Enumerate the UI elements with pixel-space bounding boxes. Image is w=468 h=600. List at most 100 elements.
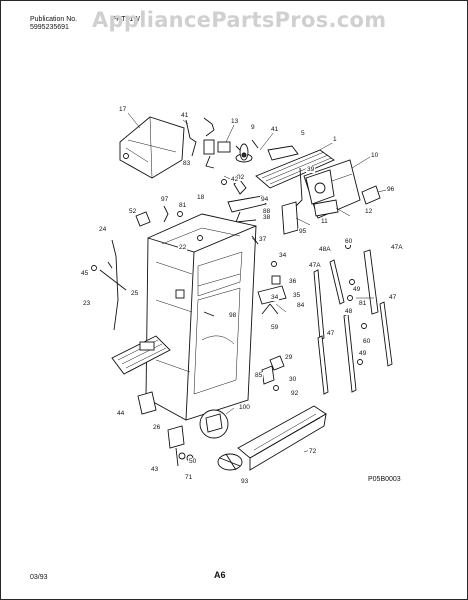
fan-assembly xyxy=(235,139,259,163)
screw-81-right xyxy=(347,295,353,301)
part-label-17: 12 xyxy=(364,208,374,215)
part-label-36: 84 xyxy=(296,302,306,309)
leader-lines xyxy=(127,112,387,453)
part-label-26: 47A xyxy=(390,244,404,251)
part-label-22: 95 xyxy=(298,228,308,235)
part-label-20: 38 xyxy=(262,214,272,221)
damper-part xyxy=(361,185,381,205)
part-label-5: 5 xyxy=(300,130,306,137)
part-label-28: 47A xyxy=(308,262,322,269)
part-label-3: 9 xyxy=(250,124,256,131)
clip-37 xyxy=(251,235,259,245)
part-label-34: 25 xyxy=(130,290,140,297)
screw-18 xyxy=(197,235,203,241)
housing-opening xyxy=(314,182,326,194)
strip-47a-left xyxy=(313,269,325,341)
bracket-29 xyxy=(269,355,285,371)
part-label-18: 52 xyxy=(128,208,138,215)
leveling-leg xyxy=(217,453,243,471)
part-label-53: 72 xyxy=(308,448,318,455)
part-label-32: 36 xyxy=(288,278,298,285)
part-label-45: 47 xyxy=(326,330,336,337)
evaporator-coil xyxy=(255,149,335,207)
part-label-46: 29 xyxy=(284,354,294,361)
part-label-15: 94 xyxy=(260,196,270,203)
screw xyxy=(221,179,227,185)
wire-harness xyxy=(203,117,215,137)
part-label-23: 37 xyxy=(258,236,268,243)
screw-49-top xyxy=(349,279,355,285)
refrigerator-cabinet xyxy=(145,213,257,421)
part-label-30: 34 xyxy=(278,252,288,259)
part-label-14: 18 xyxy=(196,194,206,201)
control-housing xyxy=(227,195,267,213)
part-label-11: 39 xyxy=(306,166,316,173)
strip-47-right xyxy=(379,301,393,367)
part-label-7: 10 xyxy=(370,152,380,159)
screw-81 xyxy=(177,211,183,217)
leader-45 xyxy=(99,269,127,291)
date-code: 03/93 xyxy=(30,574,48,581)
part-label-4: 41 xyxy=(270,126,280,133)
strip-47a xyxy=(363,249,379,315)
diagram-code: P05B0003 xyxy=(368,476,401,483)
screw-45 xyxy=(91,265,97,271)
part-label-35: 35 xyxy=(292,292,302,299)
part-label-29: 60 xyxy=(344,238,354,245)
model-code: FRT21W xyxy=(112,16,140,23)
part-label-48: 30 xyxy=(288,376,298,383)
part-label-49: 92 xyxy=(290,390,300,397)
grommet xyxy=(107,261,113,269)
fan-bracket xyxy=(267,145,299,161)
publication-label: Publication No. xyxy=(30,16,78,23)
part-label-50: 44 xyxy=(116,410,126,417)
part-label-13: 97 xyxy=(160,196,170,203)
part-label-55: 93 xyxy=(240,478,250,485)
strip-47 xyxy=(317,335,329,395)
detail-circle xyxy=(199,407,235,439)
evaporator-cover xyxy=(119,116,185,179)
part-label-25: 22 xyxy=(178,244,188,251)
clip-25 xyxy=(175,289,185,299)
thermostat-bracket xyxy=(203,139,215,155)
screw-34 xyxy=(271,261,277,267)
part-label-21: 11 xyxy=(320,218,329,225)
clip-97 xyxy=(163,205,169,223)
control-body xyxy=(217,141,231,153)
mount-bracket xyxy=(313,199,339,217)
shelf-support xyxy=(203,311,215,317)
part-label-12: 96 xyxy=(386,186,396,193)
part-label-41: 47 xyxy=(388,294,398,301)
part-label-37: 81 xyxy=(358,300,368,307)
spacer-36 xyxy=(271,275,281,285)
part-label-16: 88 xyxy=(262,208,272,215)
part-label-57: 71 xyxy=(184,474,194,481)
part-label-31: 45 xyxy=(80,270,90,277)
part-label-38: 23 xyxy=(82,300,92,307)
part-label-1: 41 xyxy=(180,112,190,119)
part-label-9: 92 xyxy=(236,174,246,181)
part-label-51: 100 xyxy=(238,404,251,411)
part-label-42: 59 xyxy=(270,324,280,331)
part-label-54: 50 xyxy=(188,458,198,465)
screw-92 xyxy=(273,385,279,391)
part-label-58: 49 xyxy=(358,350,368,357)
mounting-clip xyxy=(205,155,215,169)
page-number: A6 xyxy=(214,570,226,580)
part-label-8: 83 xyxy=(182,160,192,167)
part-label-52: 26 xyxy=(152,424,162,431)
side-bracket xyxy=(281,201,299,235)
part-label-39: 34 xyxy=(270,294,280,301)
part-label-40: 98 xyxy=(228,312,238,319)
watermark: AppliancePartsPros.com xyxy=(92,8,387,32)
part-label-43: 48 xyxy=(344,308,354,315)
strip-48 xyxy=(343,313,357,393)
part-label-56: 43 xyxy=(150,466,160,473)
damper-link xyxy=(235,211,257,223)
part-label-19: 81 xyxy=(178,202,188,209)
part-label-27: 48A xyxy=(318,246,332,253)
publication-number: 5995235691 xyxy=(30,24,69,31)
screw-60 xyxy=(361,323,367,329)
tube-part xyxy=(185,119,197,157)
